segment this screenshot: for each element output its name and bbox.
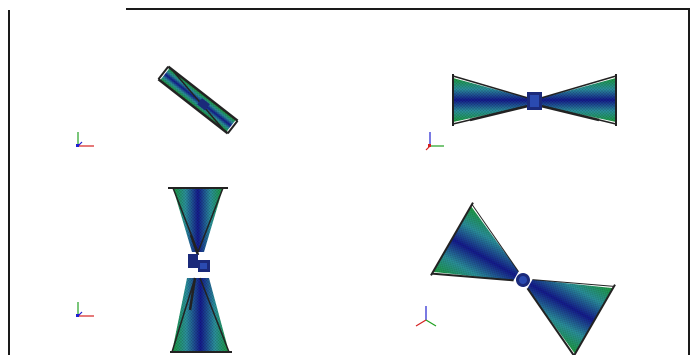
axis-triad-icon — [70, 294, 100, 324]
antenna-diagonal — [430, 202, 616, 355]
antenna-side — [452, 74, 617, 126]
frame-gap — [8, 8, 126, 10]
axis-triad-icon — [422, 124, 452, 154]
view-bottom-right[interactable] — [350, 180, 688, 355]
view-bottom-left[interactable] — [10, 180, 350, 355]
view-top-right[interactable] — [350, 10, 688, 180]
axis-triad-icon — [412, 302, 442, 332]
axis-triad-icon — [70, 124, 100, 154]
antenna-oblique — [157, 65, 239, 135]
antenna-vertical — [168, 187, 232, 353]
view-top-left[interactable] — [10, 10, 350, 180]
